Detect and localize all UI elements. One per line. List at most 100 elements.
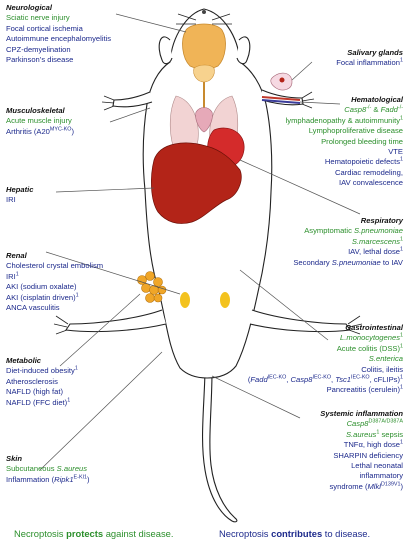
disease-entry-protects: Casp8-/- & Fadd-/- <box>286 105 403 115</box>
entry-superscript: 1 <box>400 115 403 122</box>
section-heading: Skin <box>6 454 23 463</box>
entry-text: CPZ-demyelination <box>6 44 71 54</box>
entry-superscript: IEC-KO <box>267 374 287 381</box>
disease-entry-contributes: Autoimmune encephalomyelitis <box>6 34 111 44</box>
legend-protects: Necroptosis protects against disease. <box>14 528 173 539</box>
entry-text: IRI <box>6 195 16 205</box>
entry-italic-text: Fadd <box>380 105 398 115</box>
entry-text: ANCA vasculitis <box>6 303 60 313</box>
entry-italic-text: Ripk1 <box>54 474 74 484</box>
disease-entry-protects: Asymptomatic S.pneumoniae <box>293 226 403 236</box>
right-kidney-organ <box>220 292 230 308</box>
section-heading: Gastrointestinal <box>345 323 403 332</box>
entry-text: Asymptomatic <box>304 226 355 236</box>
entry-text: VTE <box>388 147 403 157</box>
entry-superscript: 1 <box>400 384 403 391</box>
disease-entry-contributes: (FaddIEC-KO, Casp8IEC-KO, Tsc1IEC-KO, cF… <box>248 375 403 385</box>
entry-superscript: -/- <box>366 104 372 111</box>
disease-entry-protects: Acute colitis (DSS)1 <box>248 344 403 354</box>
legend-contributes-post: to disease. <box>322 528 371 539</box>
disease-entry-contributes: Pancreatitis (cerulein)1 <box>248 385 403 395</box>
disease-entry-contributes: Secondary S.pneumoniae to IAV <box>293 258 403 268</box>
entry-superscript: 1 <box>400 57 403 64</box>
disease-entry-contributes: ANCA vasculitis <box>6 303 103 313</box>
entry-text: IAV convalescence <box>338 178 403 188</box>
entry-superscript: 1 <box>376 429 380 436</box>
entry-text: & <box>371 105 381 115</box>
entry-text: Acute colitis (DSS) <box>336 343 400 353</box>
legend-contributes-keyword: contributes <box>271 528 323 539</box>
disease-entry-contributes: Focal inflammation1 <box>336 58 403 68</box>
right-foot <box>347 315 363 335</box>
disease-entry-contributes: Atherosclerosis <box>6 377 78 387</box>
entry-text: SHARPIN deficiency <box>333 450 403 460</box>
entry-text: NAFLD (high fat) <box>6 387 63 397</box>
disease-entry-contributes: AKI (cisplatin driven)1 <box>6 292 103 303</box>
entry-superscript: 1 <box>400 332 403 339</box>
brain-organ <box>182 23 226 70</box>
entry-superscript: 1 <box>400 374 403 381</box>
entry-italic-text: L.monocytogenes <box>340 333 400 343</box>
whiskers <box>176 13 232 25</box>
leader-hematological <box>299 101 341 105</box>
entry-text: Lymphoproliferative disease <box>308 126 403 136</box>
arm-vein <box>261 99 301 104</box>
entry-italic-text: S.aureus <box>56 464 88 474</box>
legend-protects-post: against disease. <box>103 528 174 539</box>
leader-salivary <box>291 61 313 81</box>
left-kidney-organ <box>180 292 190 308</box>
entry-text: IAV, lethal dose <box>348 247 400 257</box>
entry-italic-text: S.pneumoniae <box>331 257 381 267</box>
entry-text: Cardiac remodeling, <box>335 167 403 177</box>
disease-entry-contributes: NAFLD (FFC diet)1 <box>6 397 78 408</box>
entry-text: Lethal neonatal <box>351 461 403 471</box>
legend-protects-keyword: protects <box>66 528 104 539</box>
entry-superscript: 1 <box>400 236 403 243</box>
thymus-organ <box>195 107 213 133</box>
disease-entry-contributes: VTE <box>286 147 403 157</box>
disease-entry-contributes: Arthritis (A20MYC-KO) <box>6 127 74 137</box>
entry-text: Atherosclerosis <box>6 376 58 386</box>
leader-renal <box>45 251 181 295</box>
entry-superscript: 1 <box>75 292 79 299</box>
entry-superscript: 1 <box>400 343 403 350</box>
entry-italic-text: S.enterica <box>368 354 403 364</box>
entry-text: ) <box>400 481 403 491</box>
leader-skin <box>39 351 163 471</box>
entry-text: AKI (cisplatin driven) <box>6 292 76 302</box>
entry-text: lymphadenopathy & autoimmunity <box>285 115 400 125</box>
entry-text: Focal inflammation <box>336 58 400 68</box>
disease-entry-contributes: Cardiac remodeling, <box>286 168 403 178</box>
entry-italic-text: S.marcescens <box>351 236 400 246</box>
entry-text: Hematopoietic defects <box>324 157 400 167</box>
entry-text: , <box>331 375 336 385</box>
entry-italic-text: S.pneumoniae <box>354 226 403 236</box>
entry-text: sepsis <box>379 429 403 439</box>
disease-entry-protects: L.monocytogenes1 <box>248 333 403 343</box>
entry-text: Diet-induced obesity <box>6 366 75 376</box>
disease-entry-contributes: Diet-induced obesity1 <box>6 366 78 376</box>
section-heading: Neurological <box>6 3 52 12</box>
disease-entry-protects: Subcutaneous S.aureus <box>6 464 90 474</box>
legend-contributes-pre: Necroptosis <box>219 528 272 539</box>
entry-text: Arthritis (A20 <box>6 126 50 136</box>
legend-contributes: Necroptosis contributes to disease. <box>219 528 370 539</box>
disease-entry-contributes: Lethal neonatal <box>320 461 403 471</box>
disease-entry-protects: lymphadenopathy & autoimmunity1 <box>286 116 403 126</box>
entry-superscript: D387A/D387A <box>368 418 403 425</box>
entry-superscript: 1 <box>397 481 401 488</box>
entry-superscript: D139V <box>380 481 398 488</box>
entry-italic-text: S.aureus <box>345 429 377 439</box>
leader-musculoskeletal <box>109 107 151 123</box>
entry-text: , cFLIPs) <box>369 375 400 385</box>
left-hand <box>101 95 115 111</box>
disease-entry-contributes: CPZ-demyelination <box>6 45 111 55</box>
entry-text: Autoimmune encephalomyelitis <box>6 34 112 44</box>
